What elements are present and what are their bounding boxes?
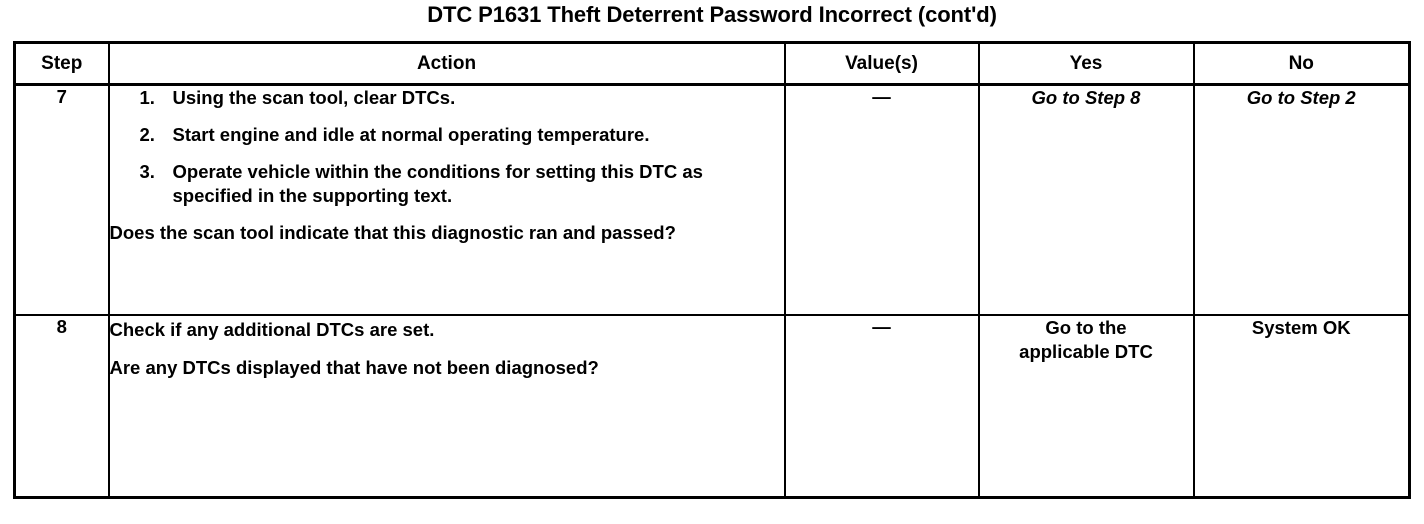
- yes-result-text: Go to Step 8: [1031, 87, 1141, 108]
- page-title: DTC P1631 Theft Deterrent Password Incor…: [427, 2, 997, 27]
- no-result-cell: Go to Step 2: [1192, 83, 1411, 316]
- value-cell: —: [783, 83, 980, 316]
- column-header-yes: Yes: [977, 41, 1195, 86]
- yes-result-cell: Go to the applicable DTC: [977, 314, 1195, 499]
- list-marker: 3.: [139, 161, 155, 183]
- yes-result-cell: Go to Step 8: [977, 83, 1195, 316]
- column-header-action: Action: [107, 41, 786, 86]
- action-cell: 1. Using the scan tool, clear DTCs. 2. S…: [107, 83, 786, 316]
- list-item: 1. Using the scan tool, clear DTCs.: [110, 86, 784, 110]
- list-text: Using the scan tool, clear DTCs.: [172, 87, 456, 108]
- column-header-value: Value(s): [783, 41, 980, 86]
- yes-result-text: Go to the applicable DTC: [1019, 317, 1153, 363]
- action-question: Does the scan tool indicate that this di…: [109, 222, 676, 244]
- list-text: Operate vehicle within the conditions fo…: [172, 161, 703, 207]
- no-result-cell: System OK: [1192, 314, 1411, 499]
- list-marker: 1.: [139, 87, 155, 108]
- table-header-row: Step Action Value(s) Yes No: [13, 41, 1411, 86]
- table-row: 8 Check if any additional DTCs are set. …: [13, 314, 1411, 499]
- column-header-step: Step: [13, 41, 110, 86]
- list-item: 2. Start engine and idle at normal opera…: [110, 123, 784, 147]
- column-header-no: No: [1192, 41, 1411, 86]
- value-cell: —: [783, 314, 980, 499]
- list-item: 3. Operate vehicle within the conditions…: [110, 160, 784, 208]
- diagnostic-table: Step Action Value(s) Yes No 7 1. Using t…: [13, 41, 1411, 499]
- list-text: Start engine and idle at normal operatin…: [172, 124, 650, 146]
- step-number: 7: [13, 83, 110, 316]
- no-result-text: Go to Step 2: [1246, 87, 1356, 108]
- table-row: 7 1. Using the scan tool, clear DTCs. 2.…: [13, 83, 1411, 316]
- action-question: Are any DTCs displayed that have not bee…: [109, 357, 599, 379]
- action-statement: Check if any additional DTCs are set.: [109, 319, 435, 340]
- action-step-list: 1. Using the scan tool, clear DTCs. 2. S…: [110, 86, 784, 208]
- action-cell: Check if any additional DTCs are set. Ar…: [107, 314, 786, 499]
- list-marker: 2.: [139, 124, 155, 146]
- no-result-text: System OK: [1251, 317, 1351, 338]
- step-number: 8: [13, 314, 110, 499]
